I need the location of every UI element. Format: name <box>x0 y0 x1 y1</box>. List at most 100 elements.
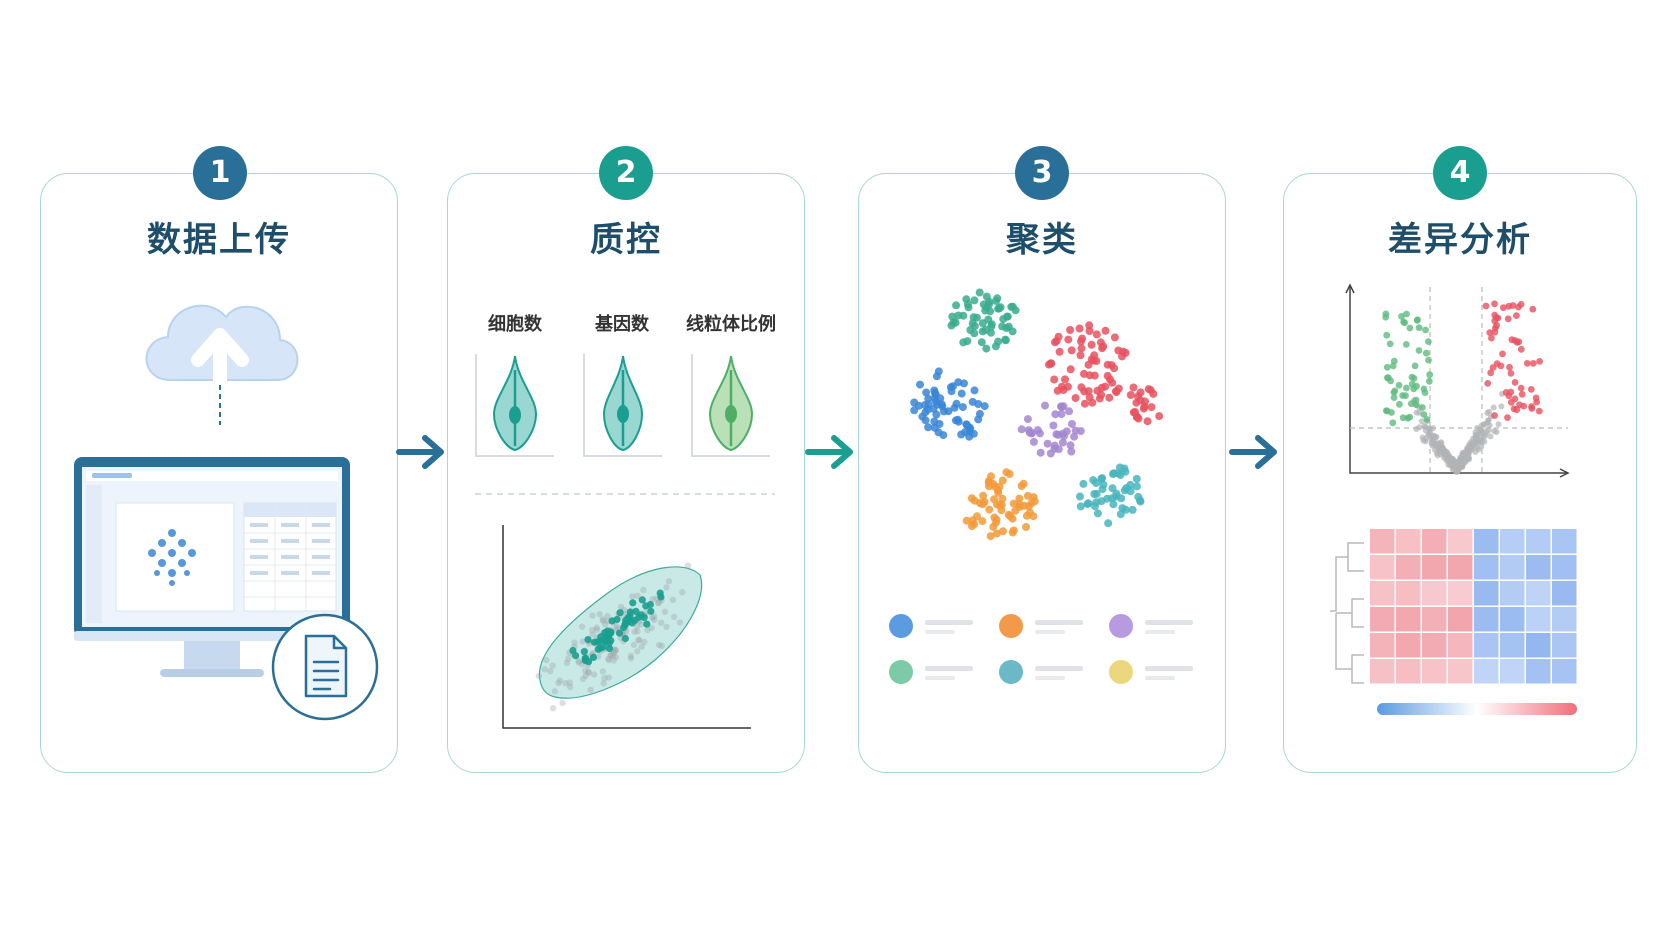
volcano-down-point <box>1421 389 1429 396</box>
cluster-point-orange <box>1002 468 1011 477</box>
cluster-point-orange <box>998 476 1007 485</box>
qc-gray-point <box>640 586 647 593</box>
cluster-point-purple <box>1029 437 1038 446</box>
violin-mito <box>708 355 754 452</box>
cluster-point-blue <box>968 397 977 406</box>
volcano-down-point <box>1425 356 1432 364</box>
cluster-point-red <box>1050 375 1059 384</box>
volcano-up-point <box>1497 362 1505 370</box>
qc-gray-point <box>650 613 658 620</box>
cluster-point-purple <box>1054 445 1063 454</box>
heatmap-cell-up <box>1422 529 1447 554</box>
qc-gray-point <box>629 593 636 600</box>
cluster-point-orange <box>962 516 971 525</box>
legend-item-orange <box>999 614 1083 638</box>
volcano-down-point <box>1402 341 1410 348</box>
cluster-point-cyan <box>1116 463 1124 472</box>
cluster-point-cyan <box>1099 480 1108 489</box>
cluster-point-orange <box>1022 511 1031 520</box>
qc-scatter-points <box>535 562 692 712</box>
volcano-gray-point <box>1429 433 1436 440</box>
cluster-point-red <box>1110 333 1119 342</box>
cluster-point-red <box>1075 324 1084 333</box>
qc-pass-point <box>615 629 624 637</box>
heatmap-cell-down <box>1474 529 1499 554</box>
cluster-point-red <box>1147 403 1156 412</box>
legend-item-cyan <box>999 660 1083 684</box>
heatmap-cell-up <box>1422 555 1447 580</box>
volcano-down-point <box>1389 419 1397 427</box>
heatmap-cells <box>1370 529 1577 684</box>
legend-item-blue <box>889 614 973 638</box>
cluster-point-blue <box>952 399 961 408</box>
volcano-up-point <box>1482 302 1490 310</box>
heatmap-cell-down <box>1552 607 1577 632</box>
qc-gray-point <box>555 679 562 687</box>
qc-gray-point <box>593 624 600 631</box>
cluster-point-green <box>968 319 977 328</box>
qc-gray-point <box>663 623 670 631</box>
step-badge-1: 1 <box>193 146 247 200</box>
cluster-point-purple <box>1041 401 1049 410</box>
cluster-point-red <box>1084 387 1093 396</box>
cluster-point-blue <box>929 404 938 413</box>
volcano-down-point <box>1410 375 1418 382</box>
cluster-point-orange <box>967 522 976 531</box>
legend-item-yellow <box>1109 660 1193 684</box>
qc-gray-point <box>541 666 548 673</box>
volcano-up-point <box>1487 369 1495 377</box>
violin-label-mito: 线粒体比例 <box>686 314 776 335</box>
qc-gray-point <box>658 619 665 626</box>
volcano-gray-point <box>1495 421 1502 428</box>
qc-pass-point <box>647 607 655 615</box>
qc-pass-point <box>624 615 632 623</box>
volcano-gray-point <box>1487 433 1494 440</box>
volcano-down-point <box>1401 319 1408 327</box>
qc-gray-point <box>556 677 564 684</box>
cluster-point-red <box>1114 346 1123 355</box>
cluster-point-blue <box>957 389 966 398</box>
volcano-gray-point <box>1416 424 1423 431</box>
cluster-point-orange <box>973 512 981 521</box>
volcano-down-point <box>1426 371 1434 379</box>
cluster-point-orange <box>1011 506 1020 515</box>
cluster-point-cyan <box>1112 489 1121 498</box>
cluster-point-green <box>994 337 1003 346</box>
arrow-right-icon <box>805 435 853 469</box>
cluster-point-green <box>952 301 961 310</box>
monitor-icon <box>74 457 350 677</box>
cluster-point-blue <box>944 407 953 416</box>
cluster-point-cyan <box>1134 492 1143 501</box>
violin-axes <box>475 354 770 457</box>
heatmap-cell-up <box>1448 659 1473 684</box>
volcano-down-point <box>1406 324 1414 332</box>
qc-gray-point <box>587 686 594 694</box>
cluster-point-red <box>1136 388 1145 397</box>
qc-gray-point <box>649 614 656 622</box>
cluster-point-blue <box>934 428 943 437</box>
cluster-point-green <box>975 288 984 297</box>
cluster-point-red <box>1055 347 1064 356</box>
volcano-up-point <box>1506 363 1513 371</box>
cluster-point-cyan <box>1132 474 1141 483</box>
cluster-point-red <box>1084 360 1093 369</box>
heatmap-cell-up <box>1370 529 1395 554</box>
volcano-gray-point <box>1437 451 1444 458</box>
cluster-point-orange <box>992 529 1001 538</box>
qc-pass-point <box>607 637 615 645</box>
qc-gray-point <box>658 642 665 649</box>
volcano-down-point <box>1422 326 1429 334</box>
cluster-point-orange <box>1017 482 1026 490</box>
cluster-point-blue <box>916 380 924 389</box>
cluster-point-green <box>998 322 1007 331</box>
cluster-point-orange <box>1009 499 1018 508</box>
cluster-point-red <box>1085 321 1094 330</box>
cluster-point-purple <box>1052 430 1061 439</box>
qc-gray-point <box>665 578 673 585</box>
cluster-point-cyan <box>1076 502 1085 511</box>
cluster-point-cyan <box>1090 490 1099 498</box>
heatmap-cell-down <box>1526 581 1551 606</box>
cluster-point-orange <box>984 477 993 485</box>
cluster-point-red <box>1087 340 1096 349</box>
volcano-up-point <box>1529 305 1537 313</box>
